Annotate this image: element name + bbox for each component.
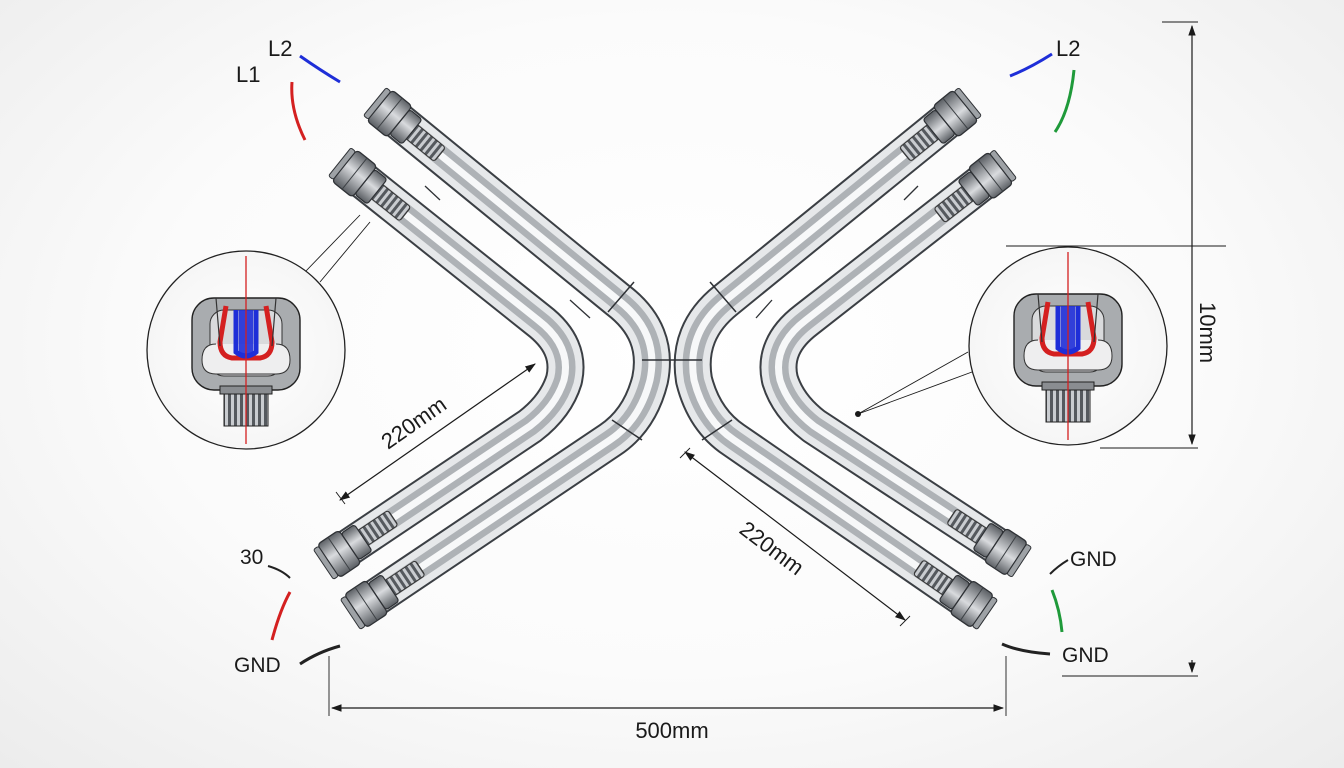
label-top-left-l2: L2 xyxy=(268,36,292,61)
dimension-right-height-label: 10mm xyxy=(1195,302,1220,363)
terminal-cross-section-icon xyxy=(969,247,1167,445)
label-bottom-left-30: 30 xyxy=(240,546,263,569)
dimension-overall-width-label: 500mm xyxy=(635,718,708,743)
wire-black-right-gnd-upper xyxy=(1049,559,1069,575)
label-bottom-right-gnd-upper: GND xyxy=(1070,548,1117,571)
detail-left xyxy=(147,214,371,449)
wire-black-bottom-right xyxy=(1001,642,1051,656)
label-top-right-l2: L2 xyxy=(1056,36,1080,61)
label-bottom-right-gnd-lower: GND xyxy=(1062,644,1109,667)
dimension-left-leg-label: 220mm xyxy=(377,392,451,455)
wire-blue-top-right xyxy=(1009,52,1053,78)
wire-green-top-right xyxy=(1053,69,1076,133)
detail-right xyxy=(855,247,1167,445)
wire-black-bottom-left xyxy=(299,644,341,666)
wire-black-left-30 xyxy=(267,565,291,579)
right-heating-element xyxy=(673,103,1011,616)
left-heating-element xyxy=(334,103,671,616)
dimension-right-height: 10mm xyxy=(1006,21,1226,677)
right-outer-tube xyxy=(673,103,977,616)
label-bottom-left-gnd: GND xyxy=(234,654,281,677)
left-outer-tube xyxy=(361,103,671,616)
wire-blue-top-left xyxy=(299,54,341,84)
wire-red-bottom-left xyxy=(270,591,292,641)
wire-green-bottom-right xyxy=(1050,589,1064,633)
dimension-overall-width: 500mm xyxy=(328,656,1007,743)
terminal-cross-section-icon xyxy=(147,251,345,449)
wire-red-top-left xyxy=(290,81,307,141)
label-top-left-l1: L1 xyxy=(236,62,260,87)
dimension-right-leg-label: 220mm xyxy=(735,516,809,580)
